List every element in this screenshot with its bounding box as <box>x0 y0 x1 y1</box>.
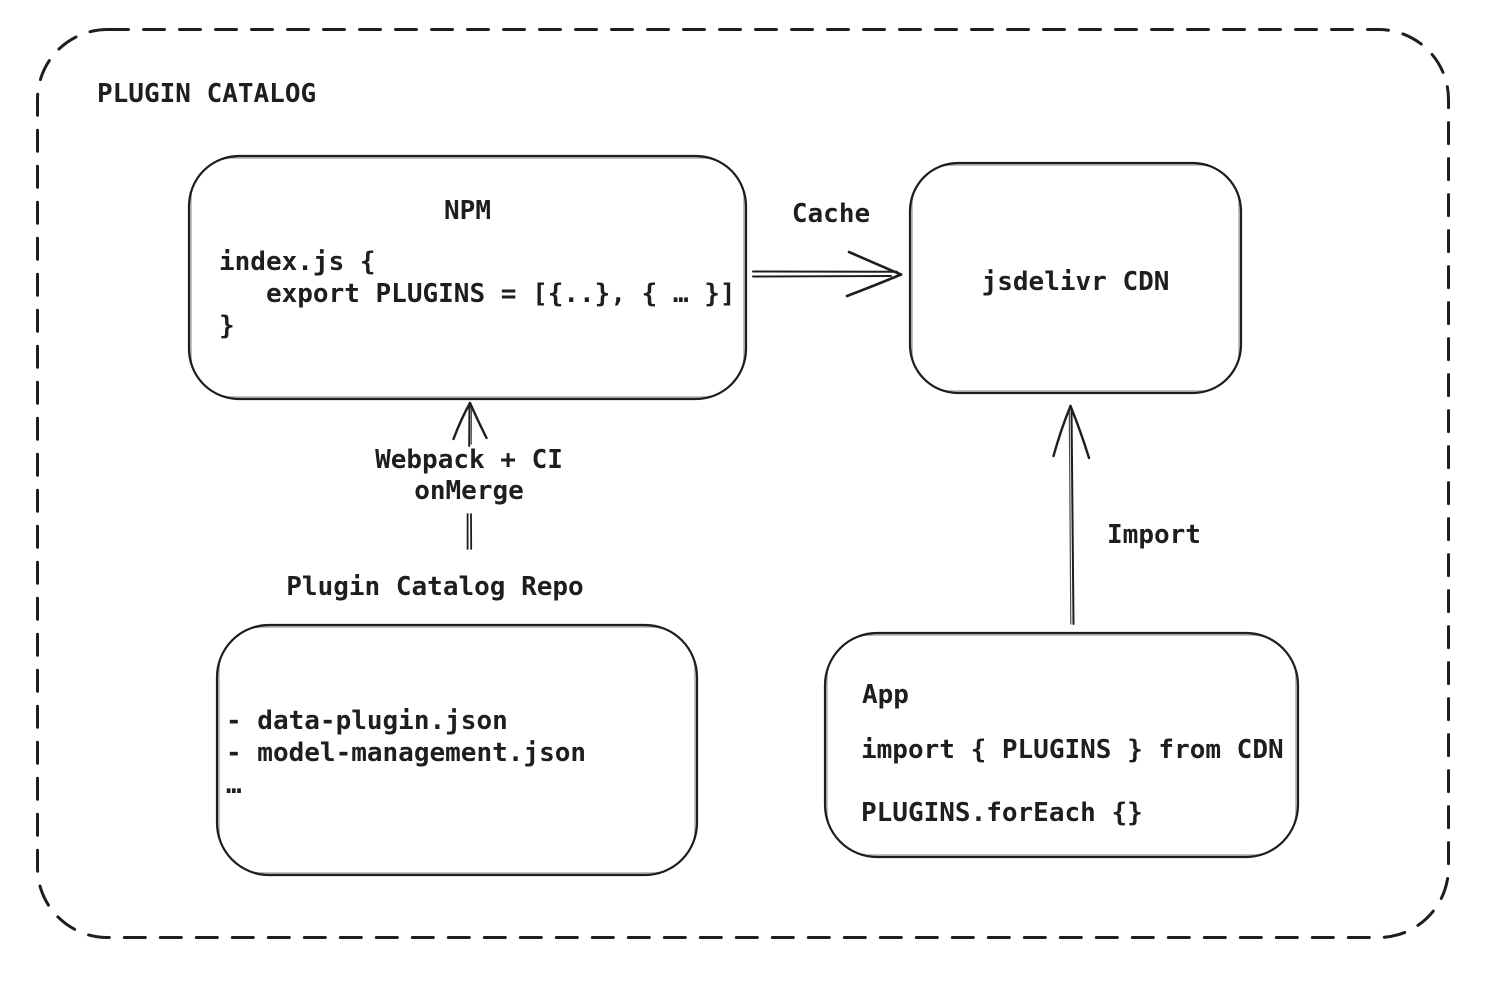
import-arrow <box>1052 404 1091 625</box>
app-code-line-1: import { PLUGINS } from CDN <box>861 735 1284 765</box>
diagram-title: PLUGIN CATALOG <box>97 79 317 109</box>
npm-code-line-1: index.js { <box>219 247 376 277</box>
merge-arrow-label: Webpack + CI onMerge <box>344 445 594 507</box>
cdn-node-box <box>908 161 1243 395</box>
catalog-boundary <box>36 28 1450 939</box>
repo-node-label: Plugin Catalog Repo <box>286 572 584 602</box>
merge-arrow-label-line-2: onMerge <box>414 476 524 506</box>
repo-file-list: - data-plugin.json - model-management.js… <box>226 705 586 801</box>
merge-arrow <box>452 401 488 550</box>
cdn-node-label: jsdelivr CDN <box>981 267 1170 297</box>
app-node-box <box>823 631 1300 859</box>
npm-code-line-2: export PLUGINS = [{..}, { … }] <box>219 279 736 309</box>
npm-code-block: index.js { export PLUGINS = [{..}, { … }… <box>219 246 736 342</box>
cache-arrow <box>752 250 903 298</box>
cdn-node-box-sketch <box>911 164 1240 392</box>
repo-node-box <box>215 623 699 877</box>
repo-file-item-2: - model-management.json <box>226 738 587 768</box>
repo-node-box-sketch <box>218 626 696 874</box>
repo-file-item-3: … <box>226 770 242 800</box>
repo-file-item-1: - data-plugin.json <box>226 706 508 736</box>
import-arrow-label: Import <box>1107 520 1201 550</box>
cache-arrow-label: Cache <box>791 199 871 229</box>
npm-node-box-sketch <box>190 157 745 398</box>
npm-node-box <box>187 154 748 401</box>
app-code-line-2: PLUGINS.forEach {} <box>861 798 1143 828</box>
app-node-box-sketch <box>826 634 1297 856</box>
app-node-title: App <box>862 680 909 710</box>
npm-node-title: NPM <box>444 196 491 226</box>
merge-arrow-label-line-1: Webpack + CI <box>375 445 563 475</box>
npm-code-line-3: } <box>219 311 235 341</box>
